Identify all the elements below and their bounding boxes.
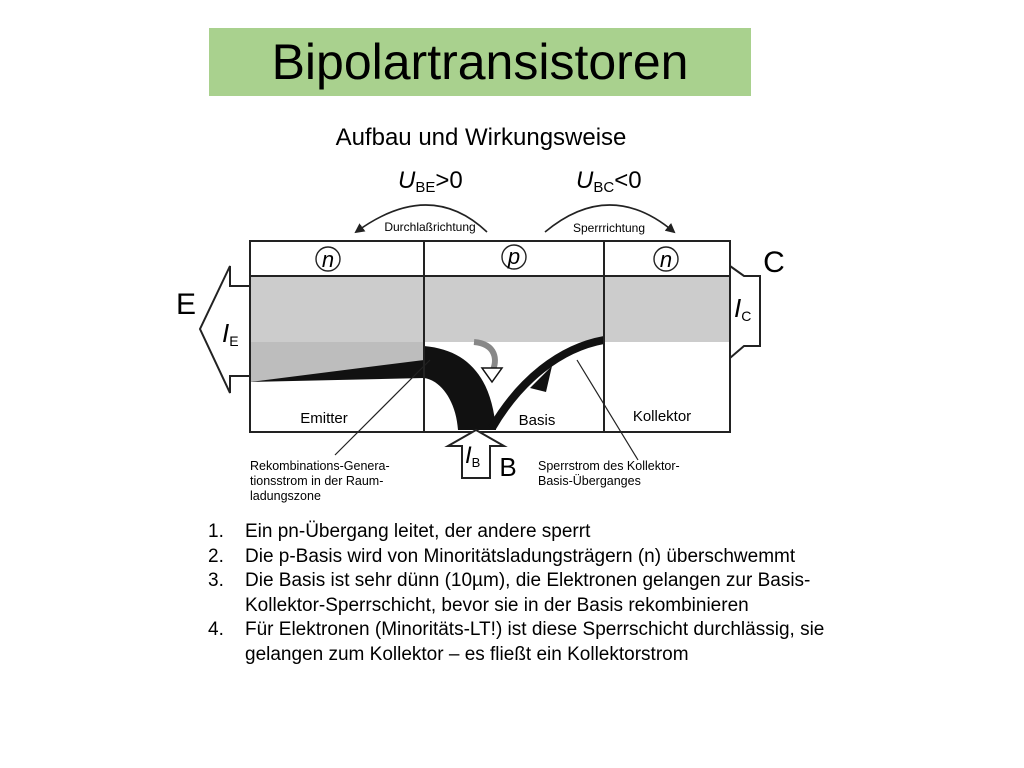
durchlass-label: Durchlaßrichtung [384,220,475,234]
sperrstrom-pointer [576,359,639,461]
ubc-label: UBC<0 [576,167,642,196]
recombination-arrowhead [480,367,504,384]
depletion-band [250,276,730,342]
terminal-c: C [763,246,785,279]
ie-label: IE [222,318,239,349]
ib-arrow [444,428,508,479]
sperrstrom-annotation: Sperrstrom des Kollektor- Basis-Übergang… [538,459,683,488]
page-subtitle: Aufbau und Wirkungsweise [335,124,627,151]
list-item: 4.Für Elektronen (Minoritäts-LT!) ist di… [208,619,825,665]
n-region-label-2: n [660,247,672,272]
sperr-label: Sperrrichtung [573,221,645,235]
electron-flow [250,346,496,430]
list-item: 1.Ein pn-Übergang leitet, der andere spe… [208,521,591,542]
title-banner: Bipolartransistoren [209,28,751,96]
basis-label: Basis [519,412,556,429]
ic-arrow [729,264,761,361]
durchlass-arrow [354,204,488,234]
list-item: 3.Die Basis ist sehr dünn (10µm), die El… [208,570,811,616]
kollektor-label: Kollektor [633,408,691,425]
explanation-list: 1.Ein pn-Übergang leitet, der andere spe… [208,520,888,667]
terminal-e: E [176,288,196,321]
n-region-circle-1 [315,246,341,272]
flow-arrowhead [530,366,552,392]
p-region-label: p [507,244,520,269]
ie-arrow [198,265,251,394]
terminal-b: B [499,452,516,482]
collector-flow [488,336,605,431]
emitter-label: Emitter [300,410,348,427]
rekomb-pointer [334,359,431,456]
emitter-gradient [250,342,424,382]
sperr-arrow [544,204,676,234]
list-item: 2.Die p-Basis wird von Minoritätsladungs… [208,545,796,567]
ic-label: IC [734,293,751,324]
rekomb-annotation: Rekombinations-Genera- tionsstrom in der… [250,459,393,503]
p-region-circle [501,244,527,270]
n-region-label-1: n [322,247,334,272]
ib-label: IB [465,442,480,470]
page-title: Bipolartransistoren [271,34,689,90]
ube-label: UBE>0 [398,167,463,196]
n-region-circle-2 [653,246,679,272]
